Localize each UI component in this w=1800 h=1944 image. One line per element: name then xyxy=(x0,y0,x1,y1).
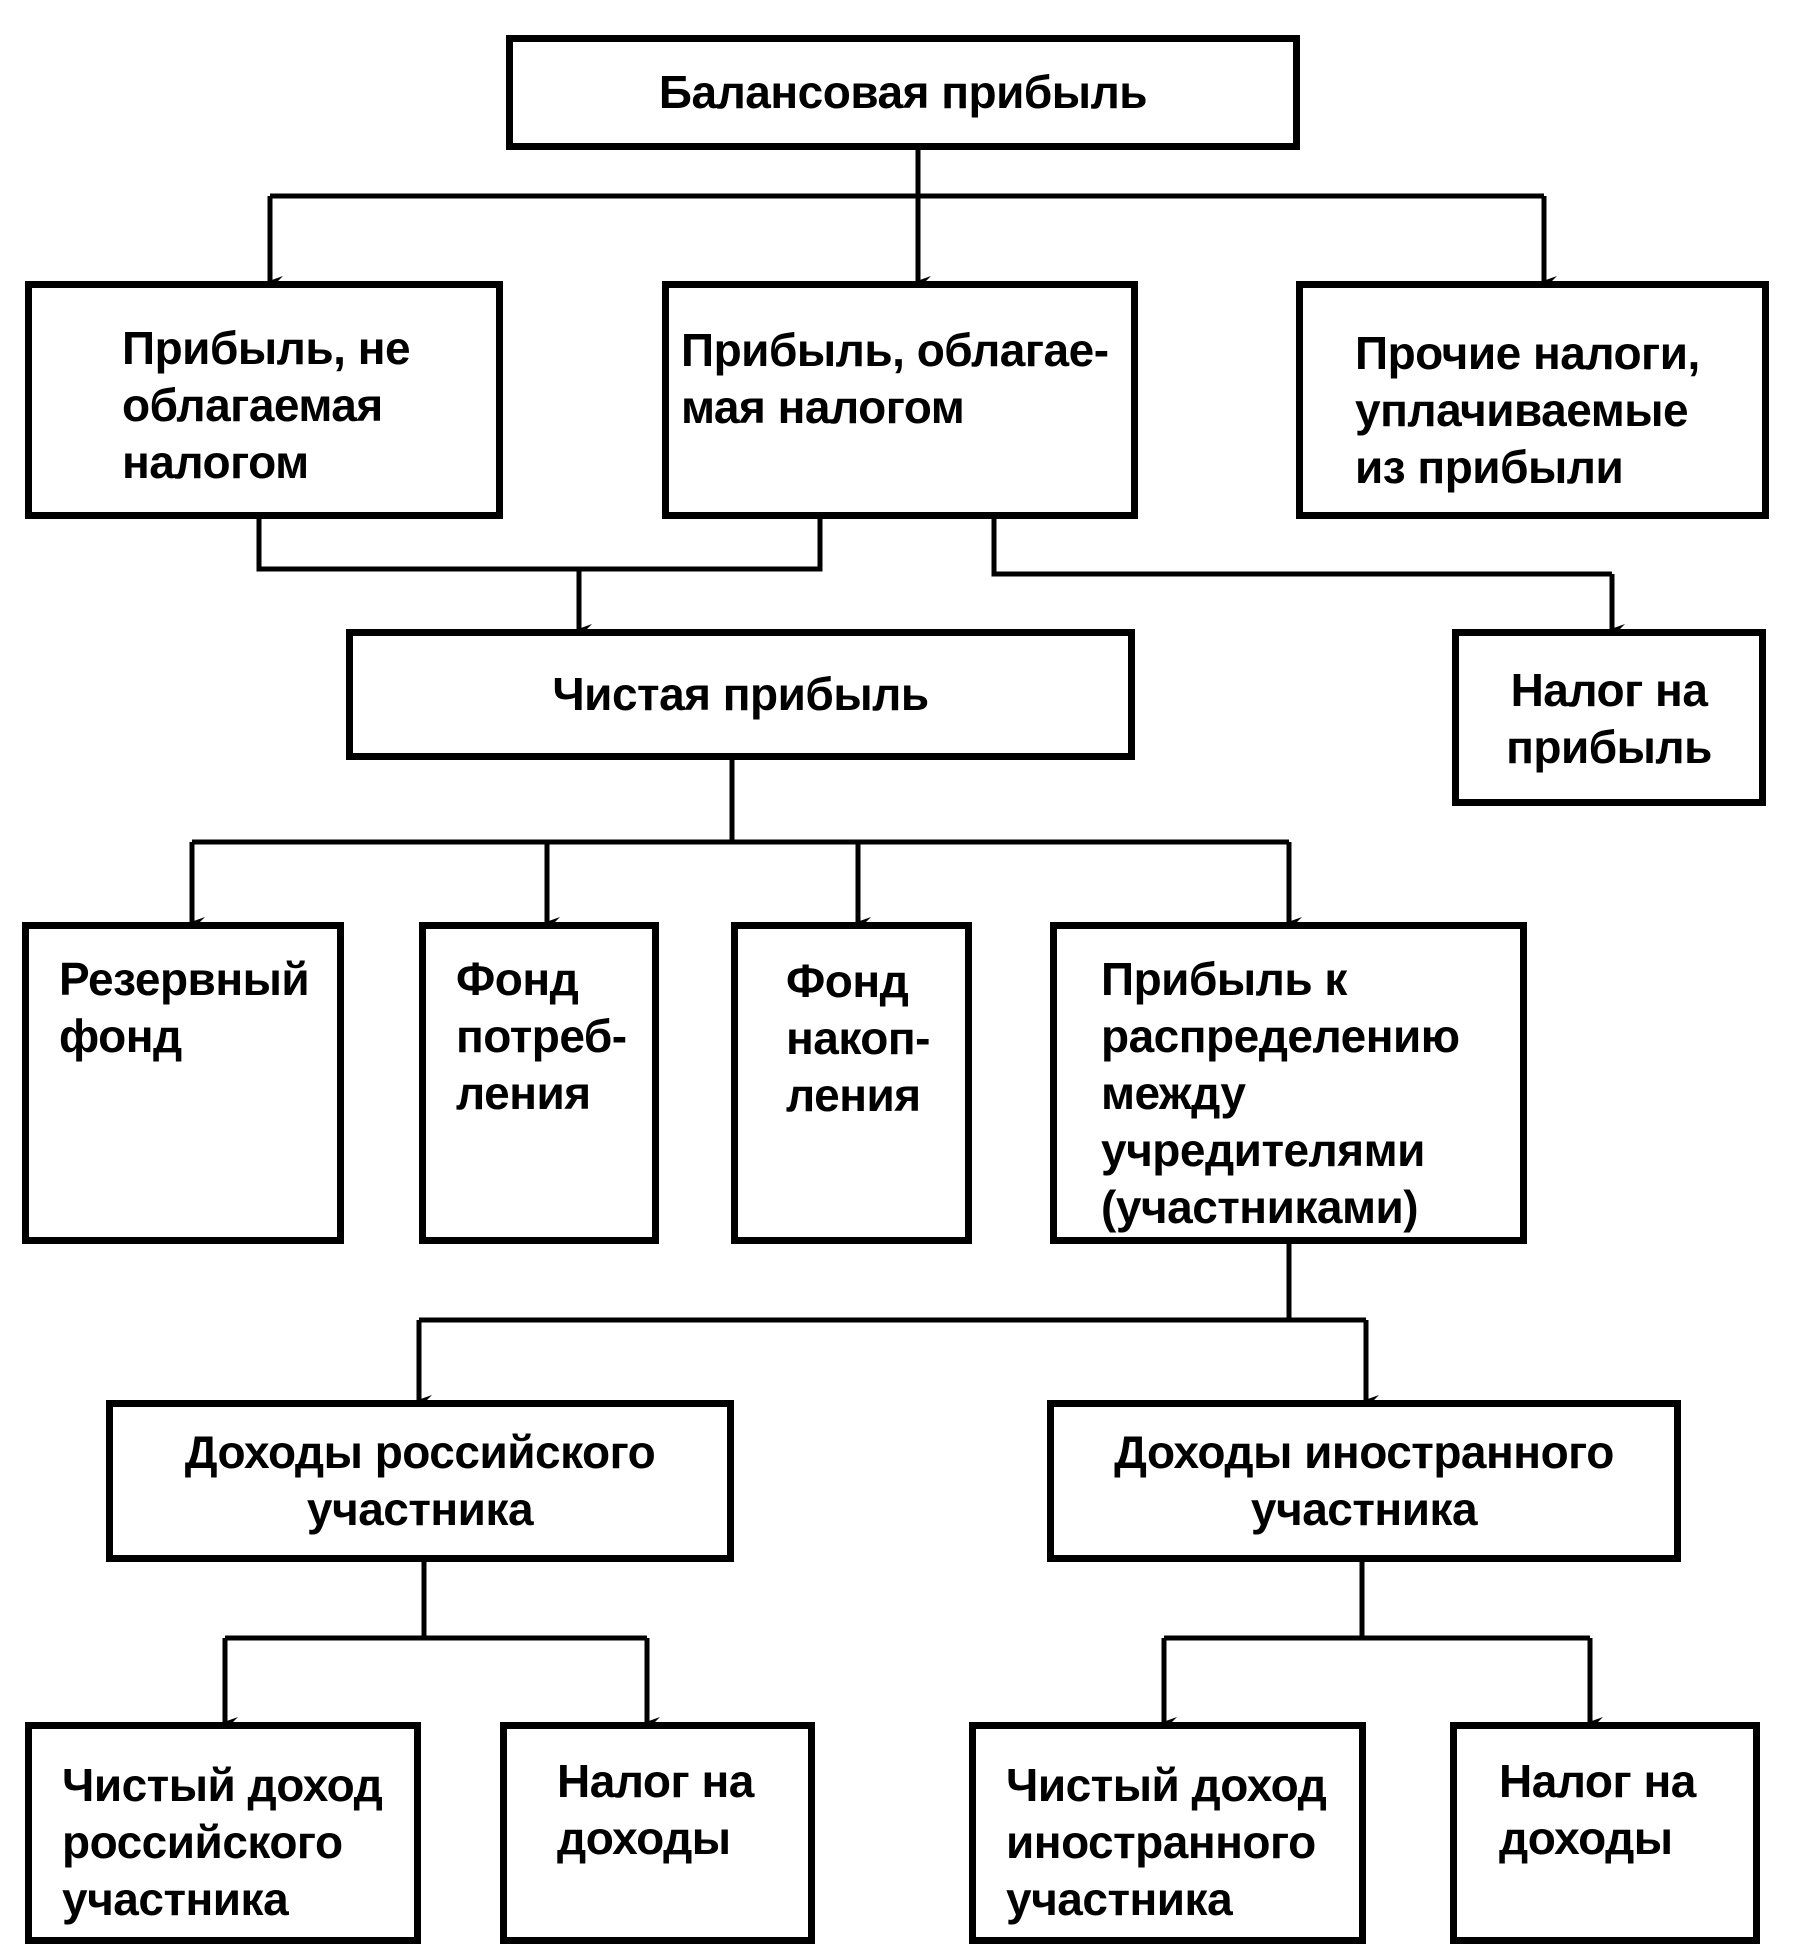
node-label: Чистый доход российского участника xyxy=(62,1759,383,1925)
node-other-taxes: Прочие налоги, уплачиваемые из прибыли xyxy=(1296,281,1769,519)
node-label: Чистая прибыль xyxy=(552,668,929,720)
node-consumption-fund: Фонд потреб- ления xyxy=(419,922,659,1244)
node-label: Налог на доходы xyxy=(557,1755,754,1864)
node-label: Прочие налоги, уплачиваемые из прибыли xyxy=(1355,327,1700,493)
node-label: Прибыль, облагае- мая налогом xyxy=(681,324,1109,433)
node-non-taxable-profit: Прибыль, не облагаемая налогом xyxy=(25,281,503,519)
node-foreign-net-income: Чистый доход иностранного участника xyxy=(969,1722,1366,1944)
node-foreign-income-tax: Налог на доходы xyxy=(1450,1722,1760,1944)
node-balance-profit: Балансовая прибыль xyxy=(506,35,1300,150)
node-label: Прибыль к распределению между учредителя… xyxy=(1101,953,1460,1233)
node-label: Фонд накоп- ления xyxy=(786,955,930,1121)
connector-taxable-to-tax xyxy=(991,519,1612,577)
node-label: Налог на прибыль xyxy=(1506,664,1712,773)
node-profit-distribution: Прибыль к распределению между учредителя… xyxy=(1050,922,1527,1244)
node-label: Балансовая прибыль xyxy=(658,66,1148,118)
node-russian-income-tax: Налог на доходы xyxy=(500,1722,815,1944)
node-label: Резервный фонд xyxy=(59,953,310,1062)
node-russian-net-income: Чистый доход российского участника xyxy=(25,1722,421,1944)
node-label: Чистый доход иностранного участника xyxy=(1006,1759,1327,1925)
node-accumulation-fund: Фонд накоп- ления xyxy=(731,922,972,1244)
node-label: Прибыль, не облагаемая налогом xyxy=(122,322,411,488)
node-profit-tax: Налог на прибыль xyxy=(1452,629,1766,806)
node-foreign-income: Доходы иностранного участника xyxy=(1047,1400,1681,1562)
node-label: Налог на доходы xyxy=(1499,1755,1696,1864)
node-russian-income: Доходы российского участника xyxy=(106,1400,734,1562)
node-net-profit: Чистая прибыль xyxy=(346,629,1135,760)
node-label: Доходы иностранного участника xyxy=(1114,1426,1614,1535)
node-taxable-profit: Прибыль, облагае- мая налогом xyxy=(662,281,1138,519)
connector-non-taxable-down xyxy=(256,519,823,572)
node-label: Фонд потреб- ления xyxy=(456,953,627,1119)
node-reserve-fund: Резервный фонд xyxy=(22,922,344,1244)
node-label: Доходы российского участника xyxy=(184,1426,656,1535)
